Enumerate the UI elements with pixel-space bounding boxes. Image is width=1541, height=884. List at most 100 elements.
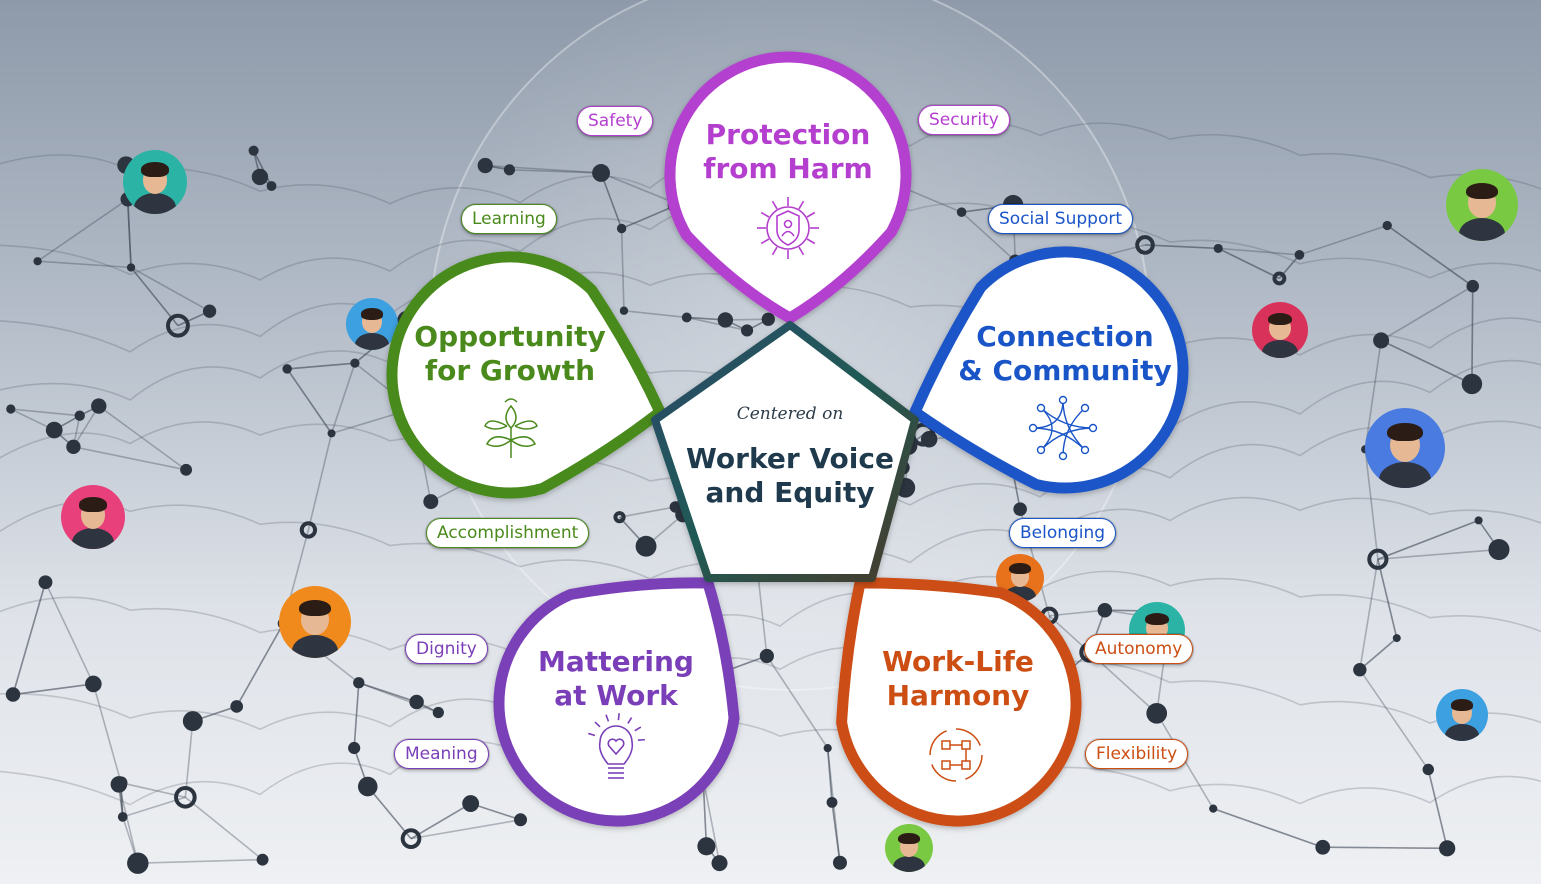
network-node [759, 648, 774, 664]
network-node [717, 312, 734, 328]
network-node [697, 837, 716, 856]
network-node [126, 263, 136, 272]
tag-autonomy: Autonomy [1084, 634, 1194, 664]
network-node [1474, 516, 1483, 525]
person-avatar [346, 298, 398, 350]
network-node [33, 257, 42, 266]
center-subtitle: Centered on [736, 404, 844, 424]
network-node [1373, 332, 1390, 349]
person-avatar [123, 150, 187, 214]
tag-flexibility: Flexibility [1085, 739, 1189, 769]
network-node [1461, 373, 1483, 395]
lotus-icon [484, 398, 538, 458]
network-ring [1272, 271, 1287, 286]
network-node [91, 398, 107, 414]
center-title-line1: Worker Voice [686, 442, 894, 475]
network-node [357, 776, 378, 797]
person-avatar [1436, 689, 1488, 741]
network-node [266, 181, 277, 191]
shield-person-icon [757, 197, 819, 259]
lightbulb-heart-icon [588, 713, 645, 779]
petal-title-growth: Opportunity for Growth [390, 320, 630, 388]
network-node [5, 687, 21, 702]
network-node [1146, 703, 1168, 724]
tag-safety: Safety [577, 106, 654, 136]
center-title-line2: and Equity [705, 476, 875, 509]
network-node [635, 535, 657, 557]
center-title: Worker Voice and Equity [665, 442, 915, 510]
petal-title-line2: from Harm [703, 152, 873, 185]
network-node [1439, 840, 1456, 857]
network-node [761, 312, 775, 326]
person-avatar [1252, 302, 1308, 358]
network-node [409, 694, 424, 710]
network-node [681, 312, 692, 323]
network-node [1466, 279, 1479, 293]
petal-title-line2: Harmony [886, 679, 1030, 712]
person-avatar [279, 586, 351, 658]
network-node [1315, 839, 1331, 855]
petal-title-line1: Opportunity [414, 320, 606, 353]
network-node [1422, 763, 1434, 776]
network-node [6, 404, 16, 414]
network-node [423, 494, 439, 510]
network-node [110, 776, 128, 793]
network-node [1382, 220, 1392, 231]
network-node [350, 358, 360, 368]
petal-title-line2: at Work [554, 679, 678, 712]
network-node [38, 575, 53, 590]
petal-title-line2: for Growth [424, 354, 596, 387]
network-ring [165, 313, 190, 338]
network-ring [174, 785, 197, 809]
petal-title-line1: Mattering [538, 645, 694, 678]
network-node [503, 164, 516, 176]
petal-title-connection: Connection & Community [945, 320, 1185, 388]
center-pentagon [651, 321, 919, 582]
network-icon [1028, 395, 1098, 461]
network-node [230, 700, 244, 713]
petal-title-protection: Protection from Harm [668, 118, 908, 186]
petal-title-worklife: Work-Life Harmony [838, 645, 1078, 713]
network-node [45, 421, 63, 439]
network-node [462, 795, 480, 812]
petal-title-line2: & Community [958, 354, 1172, 387]
tag-security: Security [918, 105, 1010, 135]
network-node [117, 812, 128, 822]
network-node [1209, 804, 1218, 813]
network-node [348, 741, 361, 755]
network-ring [400, 828, 422, 849]
network-node [127, 852, 149, 874]
tag-accomplishment: Accomplishment [426, 518, 590, 548]
network-node [66, 439, 81, 454]
network-ring [1135, 235, 1155, 255]
network-node [823, 744, 832, 753]
petal-title-line1: Work-Life [882, 645, 1034, 678]
petal-title-line1: Protection [705, 118, 871, 151]
cycle-icon [929, 728, 983, 782]
tag-meaning: Meaning [394, 739, 489, 769]
network-node [1213, 243, 1223, 253]
network-node [85, 675, 102, 693]
network-node [711, 855, 728, 872]
network-node [74, 410, 85, 421]
network-node [180, 463, 193, 476]
network-node [182, 711, 203, 732]
network-node [1097, 602, 1113, 618]
petal-title-mattering: Mattering at Work [496, 645, 736, 713]
person-avatar [61, 485, 125, 549]
network-node [202, 304, 217, 318]
network-node [353, 677, 365, 689]
petal-mattering [493, 577, 740, 827]
network-node [741, 324, 754, 337]
petal-worklife [836, 577, 1082, 827]
network-node [282, 364, 292, 374]
petal-protection [664, 51, 912, 324]
network-node [956, 207, 967, 217]
tag-social-support: Social Support [988, 204, 1134, 234]
network-node [826, 796, 838, 808]
network-node [327, 429, 336, 438]
network-node [477, 157, 493, 174]
network-node [1294, 249, 1305, 260]
network-node [592, 164, 611, 182]
